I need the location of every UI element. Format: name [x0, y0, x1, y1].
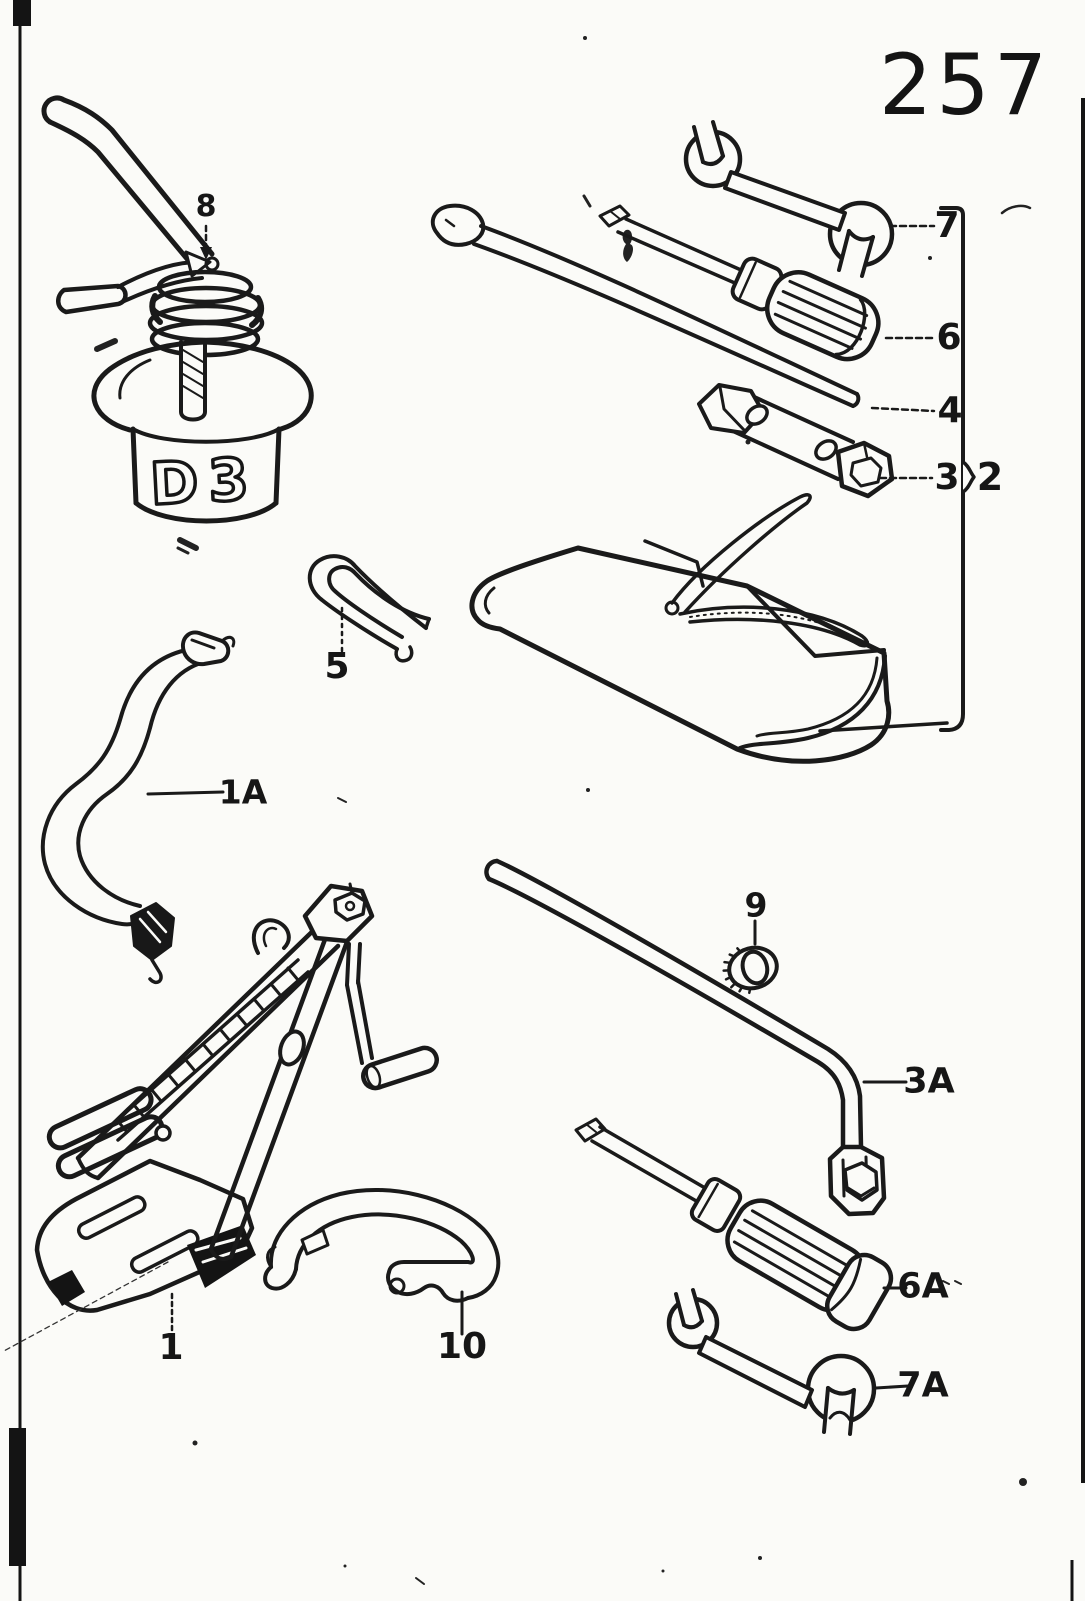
part-label-2: 2 — [976, 455, 1004, 499]
page-borders — [9, 0, 1085, 1601]
part-label-6: 6 — [936, 317, 962, 358]
strap-1a-drawing — [40, 630, 236, 985]
clip-5-drawing — [307, 554, 431, 663]
leader-4 — [870, 406, 936, 413]
scan-noise — [94, 36, 1032, 1585]
part-label-5: 5 — [324, 646, 350, 687]
part-label-1a: 1A — [218, 772, 268, 812]
spring-clip-10-drawing — [263, 1187, 501, 1303]
part-label-3: 3 — [934, 457, 960, 498]
page-number: 257 — [878, 36, 1052, 134]
group-2-bracket — [818, 206, 976, 733]
nut-9-drawing — [722, 945, 779, 995]
part-label-1: 1 — [158, 1327, 184, 1368]
part-label-4: 4 — [937, 390, 963, 431]
part-label-6a: 6A — [897, 1266, 949, 1307]
screwdriver-6-drawing — [598, 204, 881, 362]
part-label-7a: 7A — [897, 1365, 949, 1406]
open-end-wrench-7a-drawing — [666, 1288, 877, 1436]
part-label-10: 10 — [436, 1326, 488, 1367]
part-label-8: 8 — [195, 189, 217, 224]
part-label-9: 9 — [744, 885, 768, 925]
oil-can-marking-text: D3 — [148, 445, 260, 519]
leader-1a — [146, 790, 225, 796]
tyre-lever-4-drawing — [430, 203, 861, 408]
part-label-7: 7 — [934, 205, 960, 246]
box-spanner-3-drawing — [697, 383, 895, 499]
tool-bag-2-drawing — [469, 493, 892, 764]
oil-can-drawing: D3 — [41, 95, 314, 524]
leader-8-arrow — [200, 247, 212, 260]
leader-7a — [874, 1384, 910, 1390]
jack-1-drawing — [1, 882, 439, 1353]
open-end-wrench-7-drawing — [683, 120, 895, 278]
part-label-3a: 3A — [903, 1061, 955, 1102]
wheel-wrench-3a-drawing — [484, 858, 887, 1217]
screwdriver-6a-drawing — [574, 1117, 894, 1332]
leader-lines — [146, 224, 936, 1390]
